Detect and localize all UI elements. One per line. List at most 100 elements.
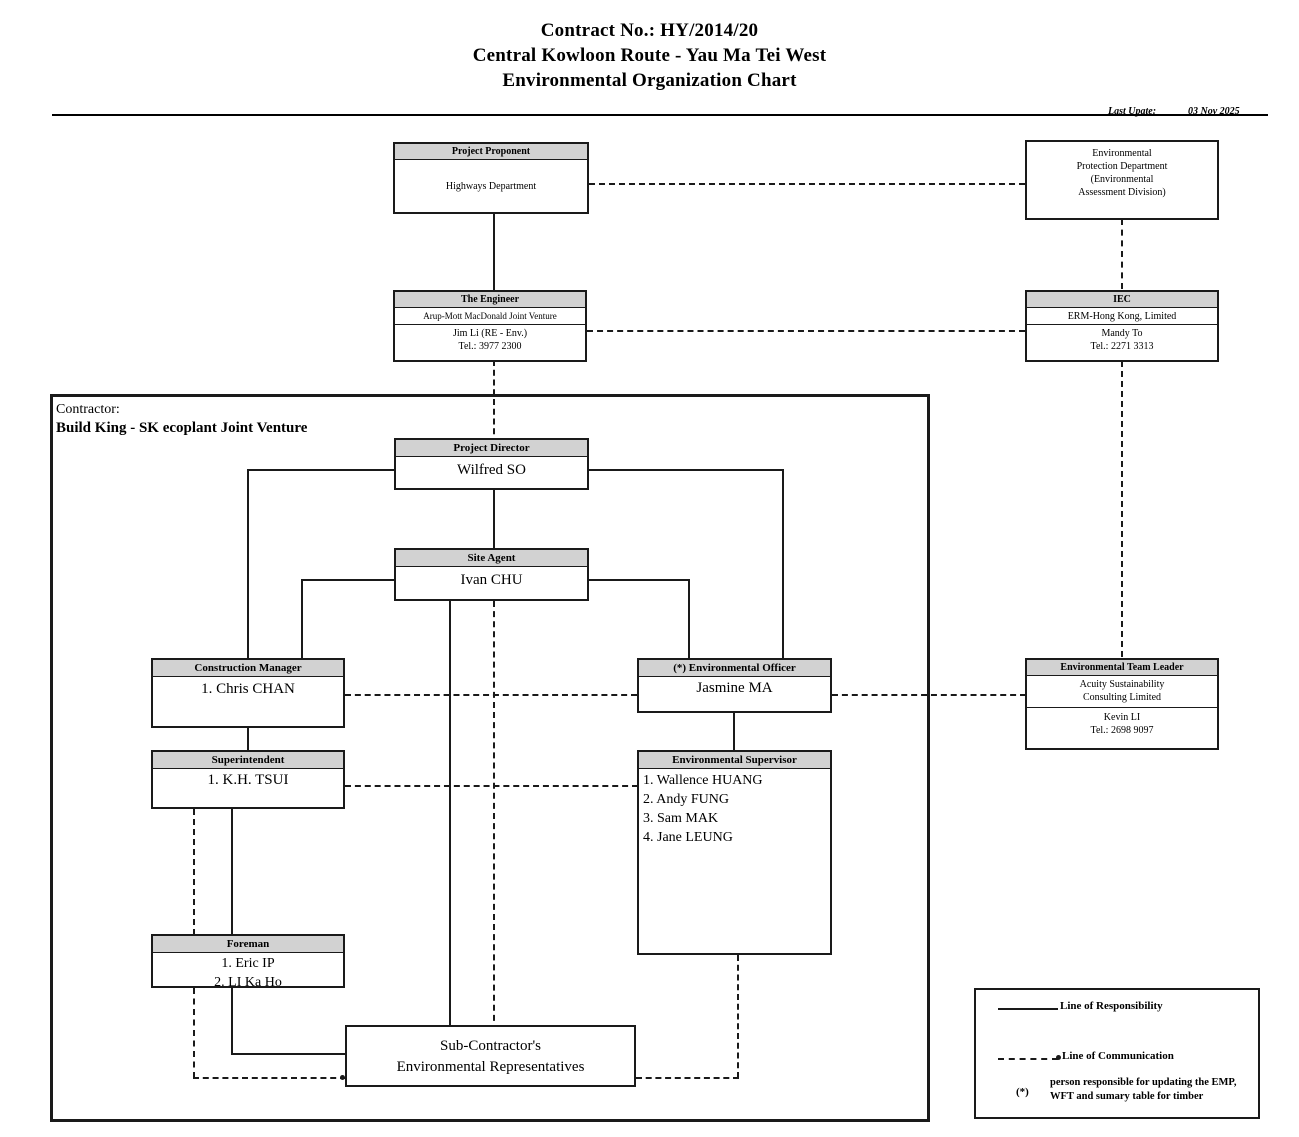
legend-dot-icon <box>1056 1055 1061 1060</box>
connector-director-left-h <box>248 469 396 471</box>
connector-director-left-v <box>247 469 249 659</box>
site-agent-header: Site Agent <box>396 550 587 567</box>
connector-supervisor-subcontractor-comm-v <box>737 955 739 1078</box>
construction-manager-item-1: 1. Chris CHAN <box>201 681 295 697</box>
connector-siteagent-left-h <box>302 579 396 581</box>
environmental-team-leader-header: Environmental Team Leader <box>1027 660 1217 676</box>
sub-contractor-line1: Sub-Contractor's <box>439 1038 542 1054</box>
etl-company-line1: Acuity Sustainability <box>1079 679 1165 690</box>
legend-responsibility-label: Line of Responsibility <box>1060 1000 1163 1012</box>
connector-siteagent-right-v <box>688 579 690 659</box>
connector-foreman-subcontractor-comm-v <box>193 988 195 1078</box>
construction-manager-header: Construction Manager <box>153 660 343 677</box>
connector-proponent-engineer <box>493 212 495 292</box>
legend-asterisk-note: person responsible for updating the EMP,… <box>1050 1077 1237 1102</box>
connector-siteagent-left-v <box>301 579 303 659</box>
environmental-supervisor-item-4: 4. Jane LEUNG <box>643 830 733 845</box>
connector-comm-vertical-main <box>493 601 495 1031</box>
connector-foreman-subcontractor-v <box>231 988 233 1055</box>
iec-tel: Tel.: 2271 3313 <box>1090 341 1154 352</box>
title-line-3: Environmental Organization Chart <box>502 70 797 91</box>
epd-line-2: Protection Department <box>1076 161 1168 172</box>
project-proponent-body: Highways Department <box>445 181 537 192</box>
connector-siteagent-subcontractor <box>449 601 451 1029</box>
foreman-header: Foreman <box>153 936 343 953</box>
last-update-label: Last Upate: <box>1108 106 1157 117</box>
title-divider <box>52 114 1268 116</box>
node-environmental-supervisor[interactable]: Environmental Supervisor 1. Wallence HUA… <box>637 750 832 955</box>
legend-dashed-line-sample <box>998 1058 1058 1060</box>
connector-director-right-v <box>782 469 784 659</box>
etl-tel: Tel.: 2698 9097 <box>1090 725 1154 736</box>
legend-communication-label: Line of Communication <box>1062 1050 1174 1062</box>
connector-eo-supervisor <box>733 713 735 759</box>
connector-eo-etl-comm <box>832 694 1026 696</box>
superintendent-header: Superintendent <box>153 752 343 769</box>
site-agent-body: Ivan CHU <box>460 572 523 588</box>
connector-endpoint-dot-left <box>340 1075 345 1080</box>
node-sub-contractor-representatives[interactable]: Sub-Contractor's Environmental Represent… <box>345 1025 636 1087</box>
title-line-1: Contract No.: HY/2014/20 <box>540 20 759 41</box>
node-the-engineer[interactable]: The Engineer Arup-Mott MacDonald Joint V… <box>393 290 587 362</box>
connector-cm-superintendent <box>247 728 249 759</box>
environmental-supervisor-item-3: 3. Sam MAK <box>643 811 719 826</box>
node-project-director[interactable]: Project Director Wilfred SO <box>394 438 589 490</box>
node-project-proponent[interactable]: Project Proponent Highways Department <box>393 142 589 214</box>
etl-company-line2: Consulting Limited <box>1082 692 1162 703</box>
connector-proponent-epd <box>589 183 1025 185</box>
legend: Line of Responsibility Line of Communica… <box>974 988 1260 1119</box>
node-superintendent[interactable]: Superintendent 1. K.H. TSUI <box>151 750 345 809</box>
environmental-supervisor-header: Environmental Supervisor <box>639 752 830 769</box>
node-construction-manager[interactable]: Construction Manager 1. Chris CHAN <box>151 658 345 728</box>
connector-epd-iec <box>1121 219 1123 289</box>
epd-line-3: (Environmental <box>1090 174 1154 185</box>
connector-iec-etl <box>1121 361 1123 657</box>
node-foreman[interactable]: Foreman 1. Eric IP 2. LI Ka Ho <box>151 934 345 988</box>
connector-director-siteagent <box>493 490 495 554</box>
last-update-date: 03 Nov 2025 <box>1188 106 1240 117</box>
connector-superintendent-supervisor-comm <box>345 785 638 787</box>
iec-company: ERM-Hong Kong, Limited <box>1027 308 1217 325</box>
environmental-supervisor-item-1: 1. Wallence HUANG <box>643 773 763 788</box>
connector-foreman-subcontractor-comm-h <box>193 1077 346 1079</box>
connector-superintendent-foreman <box>231 809 233 935</box>
foreman-item-2: 2. LI Ka Ho <box>214 975 282 988</box>
page-title: Contract No.: HY/2014/20 Central Kowloon… <box>0 18 1299 93</box>
project-proponent-header: Project Proponent <box>395 144 587 160</box>
foreman-item-1: 1. Eric IP <box>221 956 275 971</box>
node-environmental-officer[interactable]: (*) Environmental Officer Jasmine MA <box>637 658 832 713</box>
epd-line-1: Environmental <box>1092 148 1152 159</box>
connector-engineer-director-comm <box>493 360 495 444</box>
iec-person: Mandy To <box>1101 328 1143 339</box>
connector-superintendent-foreman-comm <box>193 809 195 935</box>
node-environmental-team-leader[interactable]: Environmental Team Leader Acuity Sustain… <box>1025 658 1219 750</box>
iec-header: IEC <box>1027 292 1217 308</box>
engineer-header: The Engineer <box>395 292 585 308</box>
project-director-body: Wilfred SO <box>457 462 526 478</box>
node-iec[interactable]: IEC ERM-Hong Kong, Limited Mandy To Tel.… <box>1025 290 1219 362</box>
environmental-supervisor-item-2: 2. Andy FUNG <box>643 792 729 807</box>
node-site-agent[interactable]: Site Agent Ivan CHU <box>394 548 589 601</box>
connector-engineer-iec <box>587 330 1025 332</box>
environmental-officer-header: (*) Environmental Officer <box>639 660 830 677</box>
environmental-officer-body: Jasmine MA <box>696 680 773 696</box>
project-director-header: Project Director <box>396 440 587 457</box>
legend-asterisk-symbol: (*) <box>1016 1086 1029 1098</box>
sub-contractor-line2: Environmental Representatives <box>396 1059 585 1075</box>
engineer-tel: Tel.: 3977 2300 <box>458 341 522 352</box>
connector-supervisor-subcontractor-comm-h <box>636 1077 739 1079</box>
epd-line-4: Assessment Division) <box>1078 187 1166 198</box>
connector-foreman-subcontractor-h <box>231 1053 346 1055</box>
contractor-label-line1: Contractor: <box>56 402 120 417</box>
etl-person: Kevin LI <box>1103 712 1141 723</box>
connector-siteagent-right-h <box>589 579 690 581</box>
superintendent-item-1: 1. K.H. TSUI <box>207 772 289 788</box>
engineer-company: Arup-Mott MacDonald Joint Venture <box>395 308 585 325</box>
contractor-label: Contractor: Build King - SK ecoplant Joi… <box>56 400 307 438</box>
title-line-2: Central Kowloon Route - Yau Ma Tei West <box>472 45 827 66</box>
connector-cm-eo-comm <box>345 694 637 696</box>
node-epd[interactable]: Environmental Protection Department (Env… <box>1025 140 1219 220</box>
legend-solid-line-sample <box>998 1008 1058 1010</box>
engineer-person: Jim Li (RE - Env.) <box>452 328 528 339</box>
